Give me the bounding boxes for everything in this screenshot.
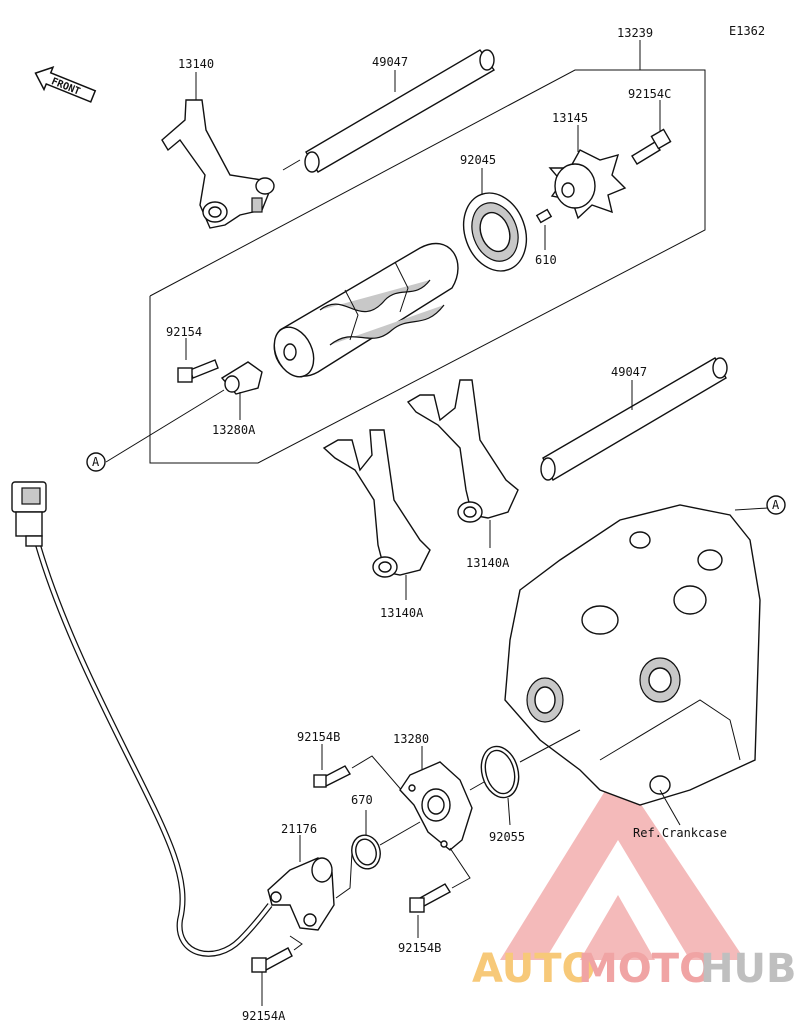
label-49047-bottom: 49047 — [611, 365, 647, 379]
callout-a-top-label: A — [92, 455, 100, 469]
label-92045: 92045 — [460, 153, 496, 167]
label-92154b-top: 92154B — [297, 730, 340, 744]
label-92154b-bottom: 92154B — [398, 941, 441, 955]
callout-a-top — [86, 452, 106, 472]
front-arrow-icon: FRONT — [34, 66, 97, 103]
shift-fork-lower-1 — [322, 429, 431, 578]
shift-drum — [273, 242, 459, 378]
crankcase — [504, 504, 761, 806]
label-13140a-left: 13140A — [380, 606, 424, 620]
shift-drum-star — [548, 149, 627, 220]
watermark-logo — [500, 770, 745, 960]
shift-rod-top — [304, 49, 496, 173]
gear-position-sensor — [267, 857, 335, 931]
callout-a-bottom-label: A — [772, 498, 780, 512]
assembly-bracket — [149, 69, 706, 464]
diagram-code: E1362 — [729, 24, 765, 38]
watermark-text: AUTO MOTO HUB — [472, 946, 796, 992]
watermark-hub: HUB — [700, 946, 796, 992]
watermark-auto: AUTO — [472, 946, 596, 992]
label-13239: 13239 — [617, 26, 653, 40]
bearing — [462, 192, 528, 272]
label-13140: 13140 — [178, 57, 214, 71]
o-ring-670 — [351, 834, 381, 870]
leader-a-bottom — [734, 507, 769, 511]
label-610: 610 — [535, 253, 557, 267]
label-13140a-right: 13140A — [466, 556, 510, 570]
o-ring-92055 — [480, 745, 520, 799]
shift-fork-lower-2 — [406, 379, 519, 523]
screw-92154c — [631, 128, 672, 165]
sensor-wire — [35, 544, 273, 957]
wire-connector — [11, 481, 47, 547]
sensor-housing-13280 — [399, 761, 473, 851]
label-670: 670 — [351, 793, 373, 807]
label-92055: 92055 — [489, 830, 525, 844]
label-92154c: 92154C — [628, 87, 671, 101]
drum-segment-13280a — [220, 361, 263, 395]
shift-rod-bottom — [540, 357, 728, 481]
leader-a-top — [105, 389, 225, 463]
label-49047-top: 49047 — [372, 55, 408, 69]
label-92154: 92154 — [166, 325, 202, 339]
label-13145: 13145 — [552, 111, 588, 125]
label-13280: 13280 — [393, 732, 429, 746]
label-92154a: 92154A — [242, 1009, 286, 1023]
shift-fork-top — [161, 99, 275, 229]
part-labels: E1362 13239 13140 49047 92154C 13145 920… — [166, 24, 765, 1023]
bolt-92154a — [251, 947, 293, 973]
bolt-92154b-top — [313, 765, 352, 788]
bolt-92154 — [177, 359, 219, 383]
label-ref-crankcase: Ref.Crankcase — [633, 826, 727, 840]
label-21176: 21176 — [281, 822, 317, 836]
label-13280a: 13280A — [212, 423, 256, 437]
bolt-92154b-bottom — [409, 883, 451, 913]
pin-610 — [535, 208, 553, 224]
callout-a-bottom — [766, 495, 786, 515]
watermark-moto: MOTO — [578, 946, 713, 992]
